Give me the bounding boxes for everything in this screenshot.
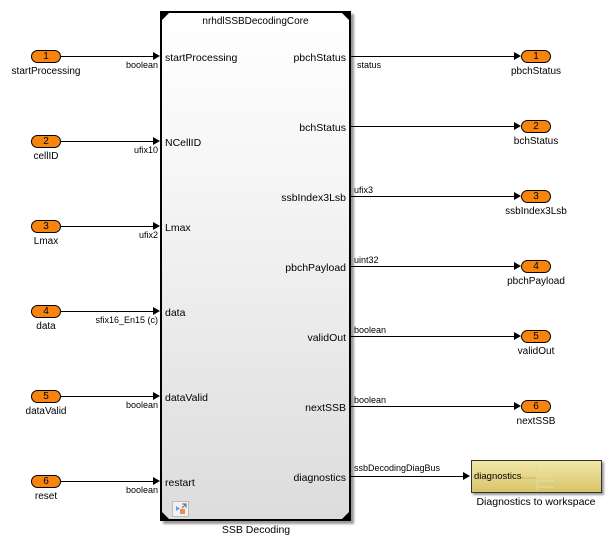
bus-selector-icon	[522, 465, 554, 490]
arrow-icon	[153, 477, 160, 485]
block-output-validOut: validOut	[307, 332, 346, 344]
signal-type: ufix2	[138, 230, 158, 240]
arrow-icon	[463, 472, 470, 480]
outport-number: 4	[533, 261, 539, 272]
block-input-restart: restart	[165, 477, 195, 489]
arrow-icon	[514, 402, 521, 410]
arrow-icon	[514, 332, 521, 340]
signal-line[interactable]	[61, 226, 154, 227]
block-output-ssbIndex3Lsb: ssbIndex3Lsb	[281, 192, 346, 204]
signal-type: ufix3	[354, 185, 374, 195]
block-input-Lmax: Lmax	[165, 222, 191, 234]
signal-line[interactable]	[351, 406, 515, 407]
outport-number: 6	[533, 401, 539, 412]
signal-type-diagnostics: ssbDecodingDiagBus	[354, 463, 441, 473]
outport-label: validOut	[517, 346, 555, 357]
arrow-icon	[153, 307, 160, 315]
block-name: SSB Decoding	[221, 524, 291, 536]
signal-line[interactable]	[61, 141, 154, 142]
diag-port-label: diagnostics	[474, 471, 522, 482]
outport-1[interactable]: 1	[521, 50, 551, 63]
block-output-bchStatus: bchStatus	[299, 122, 346, 134]
signal-type: uint32	[354, 255, 379, 265]
outport-label: pbchStatus	[510, 66, 562, 77]
block-input-dataValid: dataValid	[165, 392, 209, 404]
signal-line[interactable]	[351, 196, 515, 197]
block-title: nrhdlSSBDecodingCore	[202, 16, 309, 27]
signal-type: boolean	[354, 395, 387, 405]
inport-number: 2	[43, 136, 49, 147]
inport-number: 3	[43, 221, 49, 232]
outport-number: 2	[533, 121, 539, 132]
signal-line[interactable]	[351, 336, 515, 337]
diag-block-name: Diagnostics to workspace	[476, 496, 596, 508]
inport-4[interactable]: 4	[31, 305, 61, 318]
signal-type: boolean	[354, 325, 387, 335]
outport-4[interactable]: 4	[521, 260, 551, 273]
outport-label: bchStatus	[513, 136, 559, 147]
arrow-icon	[514, 52, 521, 60]
arrow-icon	[514, 262, 521, 270]
outport-number: 3	[533, 191, 539, 202]
subsystem-open-icon[interactable]	[172, 501, 189, 517]
outport-number: 1	[533, 51, 539, 62]
arrow-icon	[153, 137, 160, 145]
inport-number: 5	[43, 391, 49, 402]
outport-label: nextSSB	[516, 416, 556, 427]
signal-line[interactable]	[61, 56, 154, 57]
corner-mark	[162, 13, 169, 20]
inport-label: cellID	[33, 151, 59, 162]
signal-type: sfix16_En15 (c)	[95, 315, 158, 325]
inport-2[interactable]: 2	[31, 135, 61, 148]
signal-line[interactable]	[351, 56, 515, 57]
diagnostics-to-workspace-block[interactable]: diagnostics	[471, 460, 602, 493]
outport-2[interactable]: 2	[521, 120, 551, 133]
block-input-NCellID: NCellID	[165, 137, 202, 149]
inport-label: dataValid	[25, 406, 67, 417]
inport-number: 6	[43, 476, 49, 487]
signal-line[interactable]	[351, 266, 515, 267]
outport-6[interactable]: 6	[521, 400, 551, 413]
signal-line[interactable]	[61, 311, 154, 312]
signal-line[interactable]	[351, 126, 515, 127]
signal-type: boolean	[125, 485, 158, 495]
ssb-decoding-subsystem[interactable]: nrhdlSSBDecodingCore startProcessing NCe…	[160, 11, 351, 521]
block-output-pbchPayload: pbchPayload	[285, 262, 346, 274]
inport-number: 1	[43, 51, 49, 62]
outport-number: 5	[533, 331, 539, 342]
signal-type: boolean	[125, 400, 158, 410]
arrow-icon	[153, 392, 160, 400]
inport-3[interactable]: 3	[31, 220, 61, 233]
signal-line-diagnostics[interactable]	[351, 476, 464, 477]
block-output-diagnostics: diagnostics	[293, 472, 346, 484]
inport-label: Lmax	[33, 236, 59, 247]
inport-label: startProcessing	[11, 66, 81, 77]
outport-3[interactable]: 3	[521, 190, 551, 203]
outport-label: ssbIndex3Lsb	[505, 206, 567, 217]
inport-6[interactable]: 6	[31, 475, 61, 488]
corner-mark	[342, 13, 349, 20]
block-output-pbchStatus: pbchStatus	[293, 52, 346, 64]
signal-type: boolean	[125, 60, 158, 70]
block-input-startProcessing: startProcessing	[165, 52, 238, 64]
signal-type: status	[357, 60, 382, 70]
corner-mark	[162, 512, 169, 519]
arrow-icon	[153, 52, 160, 60]
outport-5[interactable]: 5	[521, 330, 551, 343]
inport-1[interactable]: 1	[31, 50, 61, 63]
arrow-icon	[514, 122, 521, 130]
arrow-icon	[153, 222, 160, 230]
outport-label: pbchPayload	[507, 276, 565, 287]
arrow-icon	[514, 192, 521, 200]
block-output-nextSSB: nextSSB	[305, 402, 346, 414]
corner-mark	[342, 512, 349, 519]
inport-5[interactable]: 5	[31, 390, 61, 403]
block-input-data: data	[165, 307, 186, 319]
inport-number: 4	[43, 306, 49, 317]
inport-label: reset	[34, 491, 58, 502]
signal-line[interactable]	[61, 481, 154, 482]
signal-type: ufix10	[133, 145, 158, 155]
signal-line[interactable]	[61, 396, 154, 397]
inport-label: data	[36, 321, 56, 332]
